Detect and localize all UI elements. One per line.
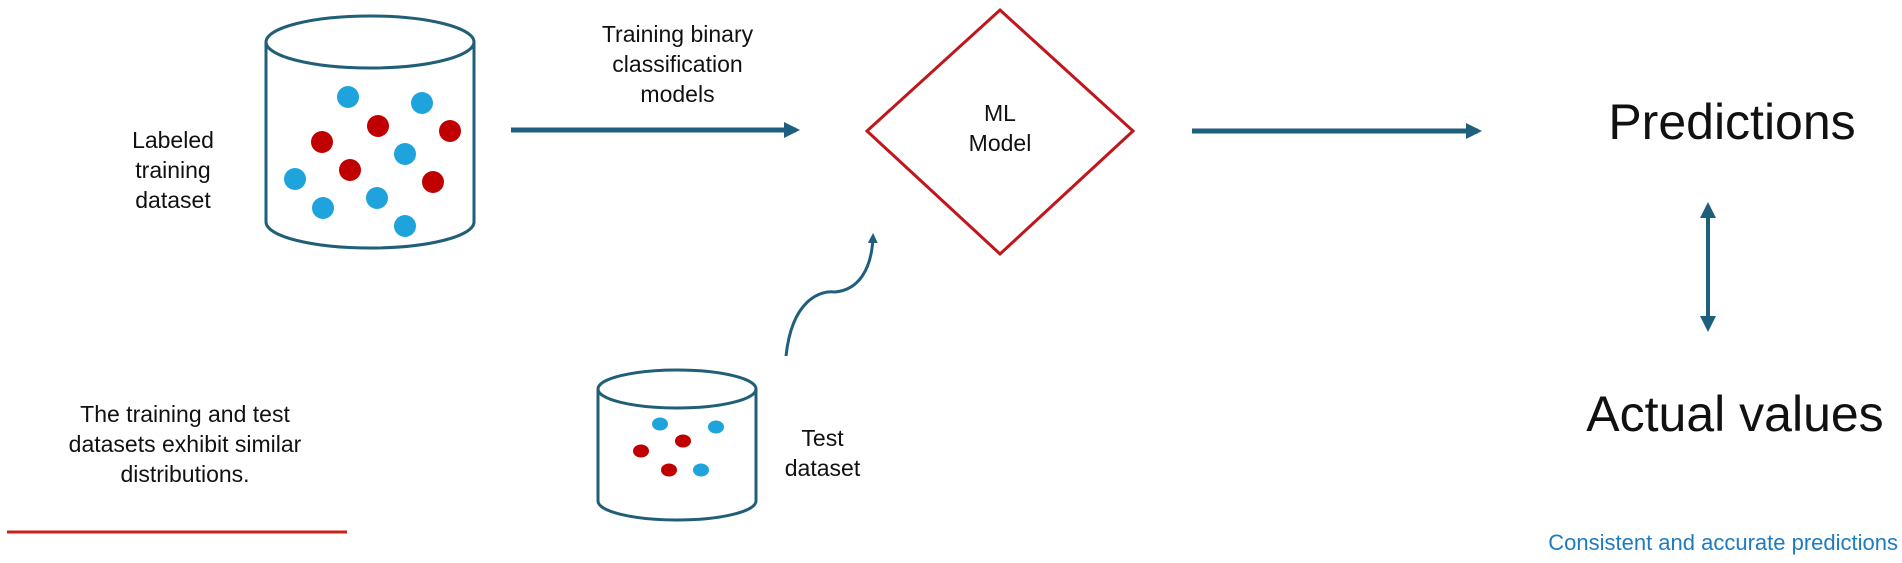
training-data-point-blue <box>312 197 334 219</box>
training-data-point-red <box>422 171 444 193</box>
training-arrow-label-line: Training binary <box>601 21 754 47</box>
ml-model-label: ML Model <box>950 99 1050 159</box>
test-dataset-label: Test dataset <box>770 424 875 484</box>
training-dataset-cylinder <box>264 14 476 250</box>
distribution-note-line: datasets exhibit similar <box>68 430 302 457</box>
distribution-note: The training and test datasets exhibit s… <box>20 400 350 490</box>
training-dataset-label-line: dataset <box>135 186 211 213</box>
test-to-model-curved-arrow <box>784 233 878 357</box>
actual-values-label: Actual values <box>1586 386 1884 442</box>
training-data-point-blue <box>284 168 306 190</box>
test-dataset-label-line: dataset <box>784 454 861 481</box>
test-dataset-cylinder <box>596 368 758 522</box>
test-data-point-blue <box>708 420 724 434</box>
training-data-point-blue <box>411 92 433 114</box>
training-dataset-label-line: training <box>135 156 211 183</box>
predictions-label: Predictions <box>1608 94 1856 150</box>
training-data-point-red <box>311 131 333 153</box>
test-data-point-blue <box>652 417 668 431</box>
distribution-note-line: The training and test <box>80 401 290 427</box>
training-arrow-label-line: models <box>640 80 715 107</box>
ml-model-label-line: ML <box>984 100 1016 126</box>
training-dataset-label-line: Labeled <box>132 127 214 153</box>
result-note: Consistent and accurate predictions <box>1548 530 1898 555</box>
training-data-point-red <box>439 120 461 142</box>
test-data-point-blue <box>693 463 709 477</box>
ml-model-label-line: Model <box>968 129 1032 156</box>
training-data-point-blue <box>394 215 416 237</box>
training-dataset-label: Labeled training dataset <box>118 126 228 216</box>
distribution-note-line: distributions. <box>120 460 250 487</box>
training-data-point-blue <box>337 86 359 108</box>
test-dataset-label-line: Test <box>801 425 844 451</box>
training-arrow-label-line: classification <box>612 50 743 77</box>
ml-model-diamond <box>864 7 1136 257</box>
training-data-point-red <box>367 115 389 137</box>
training-data-point-red <box>339 159 361 181</box>
test-data-point-red <box>633 444 649 458</box>
test-data-point-red <box>675 434 691 448</box>
training-data-point-blue <box>394 143 416 165</box>
training-data-point-blue <box>366 187 388 209</box>
training-arrow-label: Training binary classification models <box>575 20 780 110</box>
test-data-point-red <box>661 463 677 477</box>
